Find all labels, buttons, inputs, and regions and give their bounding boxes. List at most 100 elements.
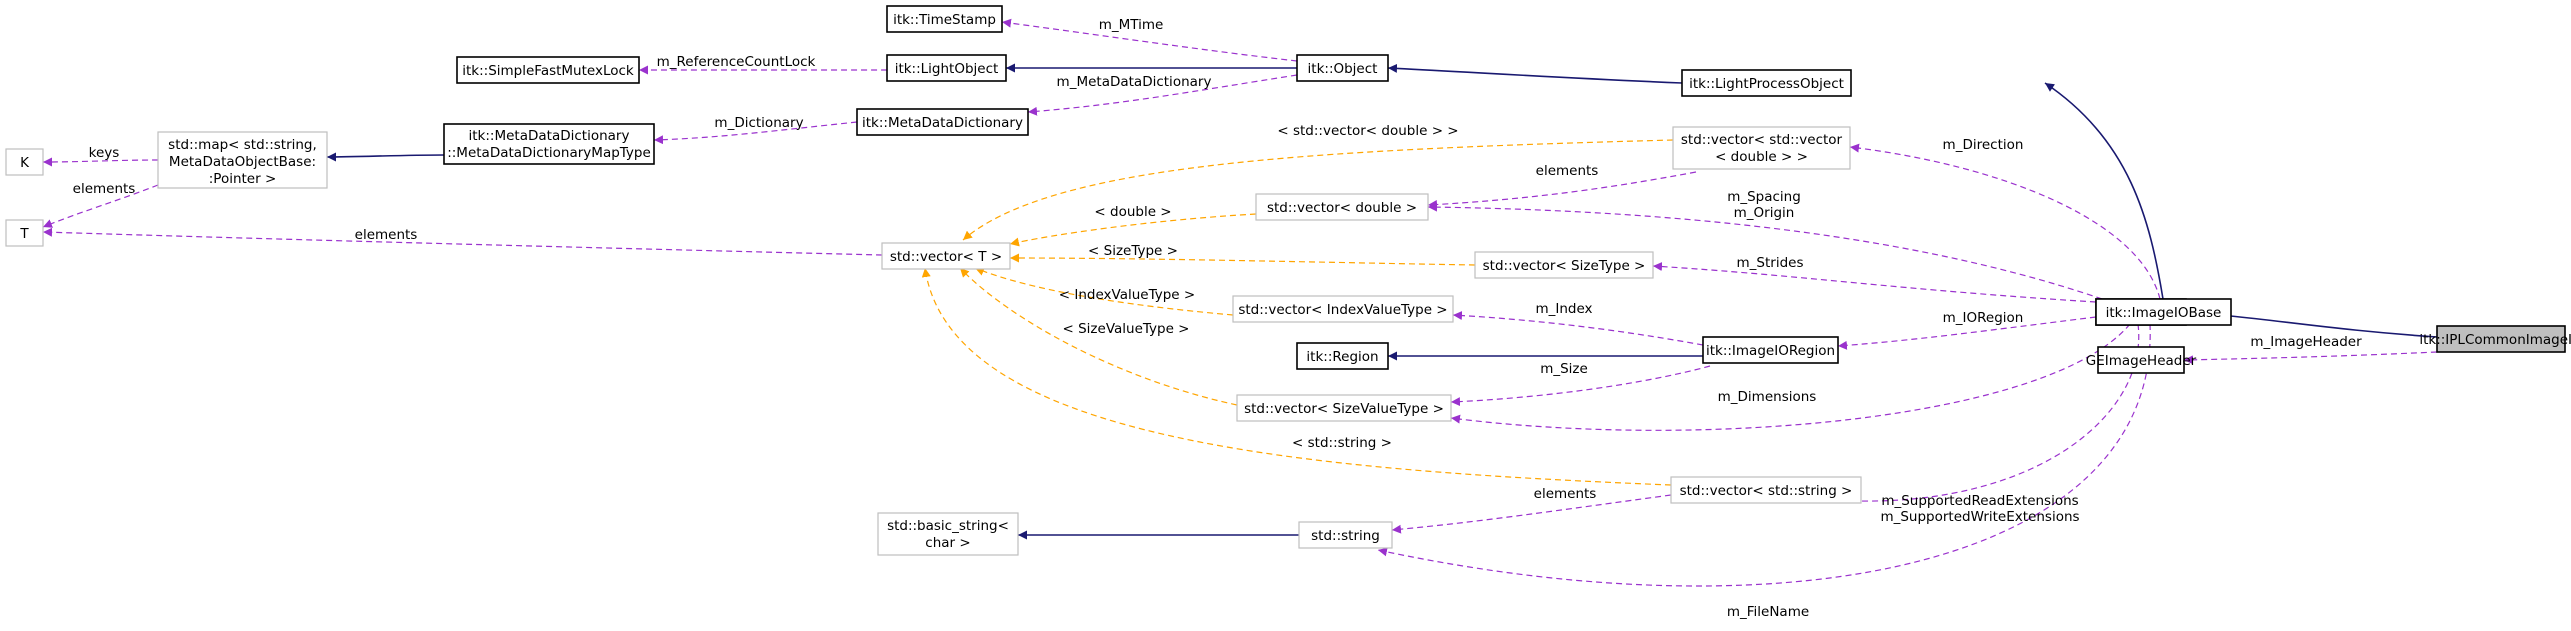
svg-text:::MetaDataDictionaryMapType: ::MetaDataDictionaryMapType (447, 145, 651, 161)
label-m-index: m_Index (1535, 301, 1592, 317)
node-object[interactable]: itk::Object (1296, 54, 1389, 82)
node-vec-string[interactable]: std::vector< std::string > (1670, 476, 1862, 504)
edge-m-size (1450, 365, 1711, 407)
label-m-referencecountlock: m_ReferenceCountLock (657, 54, 816, 70)
label-tpl-vec-vec-double: < std::vector< double > > (1277, 123, 1458, 139)
node-t[interactable]: T (5, 219, 44, 247)
svg-text::Pointer >: :Pointer > (209, 171, 277, 187)
edge-lightprocessobject-to-object (1387, 63, 1683, 84)
node-simplefastmutexlock[interactable]: itk::SimpleFastMutexLock (456, 56, 640, 84)
node-vec-indexvaluetype[interactable]: std::vector< IndexValueType > (1232, 295, 1454, 323)
edge-tpl-vec-sizevaluetype (959, 267, 1238, 406)
svg-text:itk::TimeStamp: itk::TimeStamp (893, 12, 996, 28)
node-iplcommonimageio[interactable]: itk::IPLCommonImageIO (2419, 325, 2571, 353)
label-tpl-vec-indexvaluetype: < IndexValueType > (1059, 287, 1195, 303)
svg-text:itk::LightProcessObject: itk::LightProcessObject (1689, 76, 1844, 92)
node-vec-sizevaluetype[interactable]: std::vector< SizeValueType > (1236, 394, 1452, 422)
edge-m-filename (1377, 323, 2151, 587)
node-vec-sizetype[interactable]: std::vector< SizeType > (1474, 251, 1654, 279)
svg-text:std::string: std::string (1311, 528, 1380, 544)
label-tpl-vec-sizevaluetype: < SizeValueType > (1063, 321, 1190, 337)
label-m-dimensions: m_Dimensions (1718, 389, 1817, 405)
label-m-spacing: m_Spacing (1727, 189, 1801, 205)
node-string[interactable]: std::string (1298, 521, 1393, 549)
node-metadatadictionary[interactable]: itk::MetaDataDictionary (856, 108, 1029, 136)
svg-text:GEImageHeader: GEImageHeader (2086, 353, 2197, 369)
edge-tpl-vec-string (921, 267, 1672, 486)
node-vec-double[interactable]: std::vector< double > (1255, 193, 1429, 221)
edge-elements-vecvec (1427, 171, 1697, 210)
node-basic-string[interactable]: std::basic_string< char > (877, 512, 1019, 556)
node-region[interactable]: itk::Region (1296, 342, 1389, 370)
edge-tpl-vec-vec-double (962, 139, 1674, 241)
label-m-origin: m_Origin (1734, 205, 1795, 221)
node-stdmap[interactable]: std::map< std::string, MetaDataObjectBas… (157, 131, 328, 189)
label-elements-vecvec: elements (1536, 163, 1599, 179)
node-timestamp[interactable]: itk::TimeStamp (886, 5, 1003, 33)
svg-text:itk::MetaDataDictionary: itk::MetaDataDictionary (862, 115, 1023, 131)
label-keys: keys (89, 145, 120, 161)
edge-m-dimensions (1450, 323, 2131, 431)
node-lightobject[interactable]: itk::LightObject (886, 54, 1007, 82)
edge-keys (42, 157, 159, 167)
label-m-dictionary: m_Dictionary (714, 115, 803, 131)
svg-text:K: K (20, 155, 30, 171)
label-m-metadatadictionary: m_MetaDataDictionary (1057, 74, 1212, 90)
svg-text:itk::Object: itk::Object (1308, 61, 1378, 77)
label-m-imageheader: m_ImageHeader (2250, 334, 2362, 350)
svg-text:T: T (19, 226, 29, 242)
label-m-strides: m_Strides (1737, 255, 1804, 271)
label-tpl-vec-string: < std::string > (1292, 435, 1392, 451)
label-m-ioregion: m_IORegion (1943, 310, 2024, 326)
node-imageioregion[interactable]: itk::ImageIORegion (1702, 336, 1839, 364)
label-tpl-vec-double: < double > (1094, 204, 1171, 220)
node-imageiobase[interactable]: itk::ImageIOBase (2095, 298, 2232, 326)
label-elements-map: elements (73, 181, 136, 197)
label-m-filename: m_FileName (1727, 604, 1809, 620)
svg-text:itk::Region: itk::Region (1306, 349, 1378, 365)
node-k[interactable]: K (5, 148, 44, 176)
svg-text:std::vector< double >: std::vector< double > (1267, 200, 1417, 216)
edge-m-imageheader (2183, 351, 2438, 365)
svg-text:itk::MetaDataDictionary: itk::MetaDataDictionary (469, 128, 630, 144)
label-elements-string: elements (1534, 486, 1597, 502)
svg-text:std::vector< std::vector: std::vector< std::vector (1681, 132, 1843, 148)
label-elements-t: elements (355, 227, 418, 243)
svg-text:< double > >: < double > > (1715, 149, 1808, 165)
edge-m-spacing-origin (1427, 202, 2103, 300)
node-vec-t[interactable]: std::vector< T > (881, 242, 1011, 270)
svg-text:MetaDataObjectBase:: MetaDataObjectBase: (169, 154, 316, 170)
label-tpl-vec-sizetype: < SizeType > (1088, 243, 1178, 259)
svg-text:std::vector< T >: std::vector< T > (890, 249, 1002, 265)
svg-text:itk::ImageIORegion: itk::ImageIORegion (1706, 343, 1835, 359)
svg-text:itk::IPLCommonImageIO: itk::IPLCommonImageIO (2419, 332, 2571, 348)
svg-text:std::vector< std::string >: std::vector< std::string > (1680, 483, 1853, 499)
svg-text:std::vector< SizeType >: std::vector< SizeType > (1483, 258, 1646, 274)
label-m-size: m_Size (1540, 361, 1588, 377)
svg-text:std::map< std::string,: std::map< std::string, (168, 137, 317, 153)
label-m-supportedwriteextensions: m_SupportedWriteExtensions (1880, 509, 2079, 525)
edge-tpl-vec-indexvaluetype (974, 267, 1234, 316)
svg-text:itk::LightObject: itk::LightObject (895, 61, 999, 77)
edge-mddmaptype-to-stdmap (326, 152, 445, 162)
edge-m-direction (1849, 143, 2161, 300)
node-geimageheader[interactable]: GEImageHeader (2086, 346, 2197, 374)
svg-text:char >: char > (925, 535, 970, 551)
svg-text:std::vector< IndexValueType >: std::vector< IndexValueType > (1238, 302, 1447, 318)
edge-elements-map (42, 184, 159, 228)
label-m-mtime: m_MTime (1099, 17, 1164, 33)
node-mddmaptype[interactable]: itk::MetaDataDictionary ::MetaDataDictio… (443, 123, 655, 165)
edge-m-extensions (1808, 323, 2140, 504)
svg-text:itk::ImageIOBase: itk::ImageIOBase (2106, 305, 2222, 321)
node-vec-vec-double[interactable]: std::vector< std::vector < double > > (1672, 126, 1851, 170)
edge-m-strides (1652, 262, 2097, 303)
svg-text:itk::SimpleFastMutexLock: itk::SimpleFastMutexLock (462, 63, 634, 79)
node-lightprocessobject[interactable]: itk::LightProcessObject (1681, 69, 1852, 97)
label-m-direction: m_Direction (1943, 137, 2024, 153)
label-m-supportedreadextensions: m_SupportedReadExtensions (1881, 493, 2078, 509)
edge-elements-t (42, 227, 883, 256)
edge-m-index (1452, 311, 1704, 346)
svg-text:std::basic_string<: std::basic_string< (887, 518, 1009, 534)
edge-tpl-vec-sizetype (1009, 253, 1476, 266)
